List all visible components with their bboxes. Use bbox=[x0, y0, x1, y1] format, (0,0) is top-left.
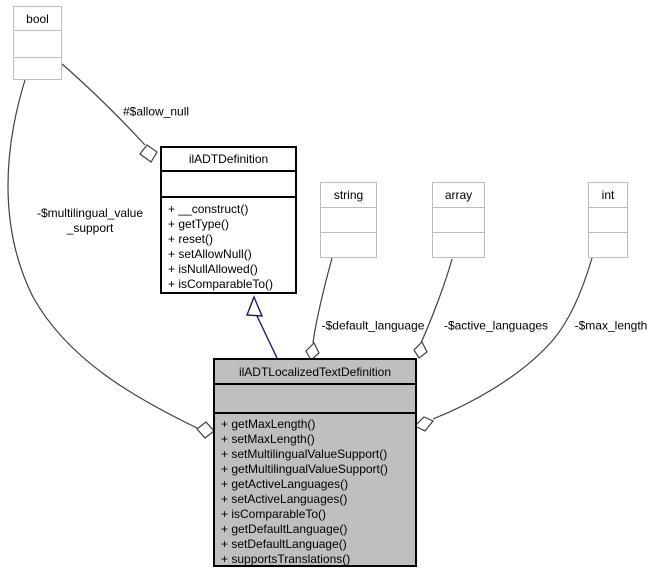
class-box-iladtdefinition[interactable]: ilADTDefinition + __construct() + getTyp… bbox=[160, 146, 297, 294]
type-box-string-title: string bbox=[321, 183, 376, 208]
edge-max-length bbox=[432, 257, 593, 420]
type-box-array-title: array bbox=[433, 183, 484, 208]
method-item: + isComparableTo() bbox=[168, 277, 274, 291]
empty-compartment bbox=[321, 208, 376, 233]
empty-compartment bbox=[433, 233, 484, 257]
edge-label-active-languages: -$active_languages bbox=[443, 318, 549, 333]
aggregation-diamond-allow-null bbox=[139, 144, 158, 163]
empty-compartment bbox=[433, 208, 484, 233]
attributes-compartment bbox=[162, 172, 295, 198]
empty-compartment bbox=[14, 31, 61, 58]
method-item: + setActiveLanguages() bbox=[221, 492, 348, 506]
class-title: ilADTLocalizedTextDefinition bbox=[215, 360, 415, 385]
edge-active-languages bbox=[420, 258, 453, 344]
type-box-string: string bbox=[320, 182, 377, 258]
edge-label-multilingual-line1: -$multilingual_value bbox=[36, 206, 144, 220]
edge-multilingual-value-support bbox=[7, 79, 198, 429]
aggregation-diamond-active-languages bbox=[413, 340, 428, 359]
type-box-array: array bbox=[432, 182, 485, 258]
edge-label-max-length: -$max_length bbox=[574, 318, 648, 333]
aggregation-diamond-max-length bbox=[413, 416, 434, 432]
method-item: + setAllowNull() bbox=[168, 247, 252, 261]
method-item: + reset() bbox=[168, 232, 214, 246]
edge-label-multilingual-line2: _support bbox=[66, 221, 114, 235]
method-item: + setMultilingualValueSupport() bbox=[221, 447, 388, 461]
edge-allow-null bbox=[61, 63, 146, 146]
empty-compartment bbox=[14, 58, 61, 79]
edge-default-language bbox=[312, 257, 333, 344]
method-item: + getMultilingualValueSupport() bbox=[221, 462, 388, 476]
method-item: + getDefaultLanguage() bbox=[221, 522, 348, 536]
edge-label-allow-null: #$allow_null bbox=[122, 104, 190, 119]
methods-compartment: + getMaxLength() + setMaxLength() + setM… bbox=[215, 414, 415, 565]
method-item: + isComparableTo() bbox=[221, 507, 327, 521]
type-box-int: int bbox=[588, 182, 628, 258]
type-box-bool: bool bbox=[13, 6, 62, 80]
method-item: + __construct() bbox=[168, 202, 249, 216]
edge-label-multilingual-value-support: -$multilingual_value _support bbox=[37, 206, 143, 236]
attributes-compartment bbox=[215, 385, 415, 414]
empty-compartment bbox=[321, 233, 376, 257]
method-item: + setMaxLength() bbox=[221, 432, 315, 446]
method-item: + supportsTranslations() bbox=[221, 552, 351, 565]
edge-label-default-language: -$default_language bbox=[321, 318, 425, 333]
class-box-iladtlocalizedtextdefinition: ilADTLocalizedTextDefinition + getMaxLen… bbox=[213, 358, 417, 567]
type-box-bool-title: bool bbox=[14, 7, 61, 31]
empty-compartment bbox=[589, 233, 627, 257]
method-item: + getMaxLength() bbox=[221, 417, 316, 431]
aggregation-diamond-multilingual bbox=[196, 421, 215, 439]
class-title: ilADTDefinition bbox=[162, 148, 295, 172]
inheritance-edge bbox=[256, 315, 278, 359]
empty-compartment bbox=[589, 208, 627, 233]
method-item: + getActiveLanguages() bbox=[221, 477, 349, 491]
method-item: + setDefaultLanguage() bbox=[221, 537, 347, 551]
methods-compartment: + __construct() + getType() + reset() + … bbox=[162, 198, 295, 292]
method-item: + isNullAllowed() bbox=[168, 262, 258, 276]
method-item: + getType() bbox=[168, 217, 230, 231]
inheritance-arrowhead bbox=[246, 295, 264, 317]
type-box-int-title: int bbox=[589, 183, 627, 208]
